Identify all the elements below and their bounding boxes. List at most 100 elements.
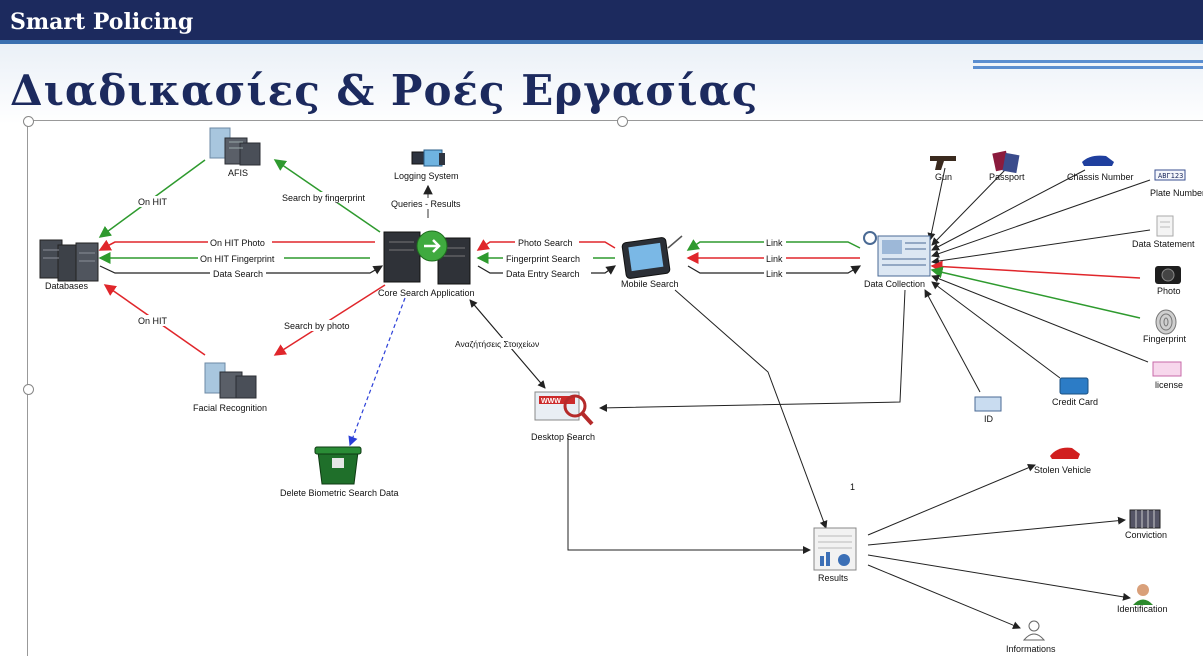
results-label: Results bbox=[818, 573, 849, 583]
edge-license bbox=[931, 274, 1149, 363]
passport-label: Passport bbox=[989, 172, 1025, 182]
data-collection-label: Data Collection bbox=[864, 279, 925, 289]
edge-id bbox=[924, 289, 981, 393]
label-photo-search: Photo Search bbox=[518, 238, 573, 248]
monitor-icon bbox=[411, 149, 445, 167]
trash-bin-icon bbox=[314, 446, 362, 485]
svg-text:ΑΒΓ123: ΑΒΓ123 bbox=[1158, 172, 1183, 180]
person-icon bbox=[1133, 584, 1153, 605]
stolen-vehicle-label: Stolen Vehicle bbox=[1034, 465, 1091, 475]
license-label: license bbox=[1155, 380, 1183, 390]
chassis-number-label: Chassis Number bbox=[1067, 172, 1134, 182]
edge-results-to-conviction bbox=[867, 516, 1126, 546]
document-icon bbox=[1156, 215, 1174, 237]
data-statement-label: Data Statement bbox=[1132, 239, 1195, 249]
id-node[interactable]: ID bbox=[974, 396, 1002, 424]
label-count: 1 bbox=[850, 482, 855, 492]
delete-biometric-label: Delete Biometric Search Data bbox=[280, 488, 399, 498]
plate-number-node[interactable]: ΑΒΓ123 Plate Number bbox=[1150, 169, 1203, 198]
magnifier-icon bbox=[863, 231, 877, 245]
edge-gun bbox=[927, 167, 946, 241]
edge-core-to-delete bbox=[348, 297, 406, 447]
credit-card-icon bbox=[1059, 377, 1089, 395]
label-on-hit-afis: On HIT bbox=[138, 197, 168, 207]
databases-node[interactable]: Databases bbox=[39, 239, 99, 291]
fingerprint-node[interactable]: Fingerprint bbox=[1143, 309, 1187, 344]
smartphone-icon bbox=[621, 235, 683, 279]
core-server-icon bbox=[383, 230, 471, 285]
license-plate-icon: ΑΒΓ123 bbox=[1154, 169, 1186, 181]
gun-label: Gun bbox=[935, 172, 952, 182]
results-node[interactable]: Results bbox=[813, 527, 857, 583]
data-statement-node[interactable]: Data Statement bbox=[1132, 215, 1195, 249]
data-collection-node[interactable]: Data Collection bbox=[863, 231, 931, 289]
edge-passport bbox=[931, 169, 1006, 246]
label-on-hit-facial: On HIT bbox=[138, 316, 168, 326]
conviction-node[interactable]: Conviction bbox=[1125, 509, 1167, 540]
edge-results-to-stolen bbox=[867, 464, 1036, 536]
afis-node[interactable]: AFIS bbox=[209, 127, 261, 178]
afis-label: AFIS bbox=[228, 168, 248, 178]
id-label: ID bbox=[984, 414, 994, 424]
resize-handle-top-left[interactable] bbox=[23, 116, 34, 127]
label-queries-results: Queries - Results bbox=[391, 199, 461, 209]
edge-labels: On HIT Search by fingerprint Queries - R… bbox=[135, 192, 855, 492]
identification-node[interactable]: Identification bbox=[1117, 584, 1168, 614]
label-search-by-fingerprint: Search by fingerprint bbox=[282, 193, 366, 203]
id-card-icon bbox=[974, 396, 1002, 412]
database-servers-icon bbox=[39, 239, 99, 282]
resize-handle-middle-left[interactable] bbox=[23, 384, 34, 395]
svg-text:WWW: WWW bbox=[541, 398, 561, 405]
car-icon bbox=[1050, 447, 1080, 459]
camera-icon bbox=[1155, 266, 1181, 284]
passport-icon bbox=[992, 150, 1020, 174]
stolen-vehicle-node[interactable]: Stolen Vehicle bbox=[1034, 447, 1091, 475]
chassis-number-node[interactable]: Chassis Number bbox=[1067, 155, 1134, 182]
label-search-by-photo: Search by photo bbox=[284, 321, 350, 331]
informations-label: Informations bbox=[1006, 644, 1056, 654]
desktop-search-node[interactable]: WWW Desktop Search bbox=[531, 391, 595, 442]
label-anazitisi: Αναζήτήσεις Στοιχείων bbox=[455, 339, 539, 349]
app-title: Smart Policing bbox=[10, 9, 194, 35]
plate-number-label: Plate Number bbox=[1150, 188, 1203, 198]
edge-photo-corner bbox=[99, 241, 116, 251]
delete-biometric-node[interactable]: Delete Biometric Search Data bbox=[280, 446, 399, 498]
edge-collection-to-desktop bbox=[599, 289, 906, 412]
logging-system-node[interactable]: Logging System bbox=[394, 149, 459, 181]
jail-icon bbox=[1129, 509, 1161, 529]
fingerprint-label: Fingerprint bbox=[1143, 334, 1187, 344]
title-background bbox=[0, 44, 1203, 124]
core-search-node[interactable]: Core Search Application bbox=[378, 230, 475, 298]
photo-node[interactable]: Photo bbox=[1155, 266, 1181, 296]
edge-results-to-informations bbox=[867, 564, 1021, 630]
edge-credit-card bbox=[931, 281, 1061, 379]
mobile-search-node[interactable]: Mobile Search bbox=[621, 235, 683, 289]
car-icon bbox=[1082, 155, 1114, 166]
header-bar: Smart Policing bbox=[0, 0, 1203, 44]
edge-chassis bbox=[931, 169, 1086, 251]
facial-recognition-node[interactable]: Facial Recognition bbox=[193, 362, 267, 413]
identification-label: Identification bbox=[1117, 604, 1168, 614]
report-chart-icon bbox=[813, 527, 857, 571]
label-link-3: Link bbox=[766, 269, 783, 279]
resize-handle-top-middle[interactable] bbox=[617, 116, 628, 127]
credit-card-node[interactable]: Credit Card bbox=[1052, 377, 1098, 407]
license-card-icon bbox=[1152, 361, 1182, 377]
edges bbox=[98, 159, 1151, 630]
label-on-hit-fingerprint: On HIT Fingerprint bbox=[200, 254, 275, 264]
mobile-search-label: Mobile Search bbox=[621, 279, 679, 289]
label-link-1: Link bbox=[766, 238, 783, 248]
passport-node[interactable]: Passport bbox=[989, 150, 1025, 182]
search-magnifier-icon: WWW bbox=[534, 391, 594, 426]
core-search-label: Core Search Application bbox=[378, 288, 475, 298]
gun-node[interactable]: Gun bbox=[930, 156, 956, 182]
credit-card-label: Credit Card bbox=[1052, 397, 1098, 407]
header-accent-line bbox=[0, 40, 1203, 44]
label-link-2: Link bbox=[766, 254, 783, 264]
license-node[interactable]: license bbox=[1152, 361, 1183, 390]
informations-node[interactable]: Informations bbox=[1006, 620, 1056, 654]
databases-label: Databases bbox=[45, 281, 89, 291]
edge-statement bbox=[931, 229, 1151, 265]
document-form-icon bbox=[863, 231, 931, 277]
conviction-label: Conviction bbox=[1125, 530, 1167, 540]
